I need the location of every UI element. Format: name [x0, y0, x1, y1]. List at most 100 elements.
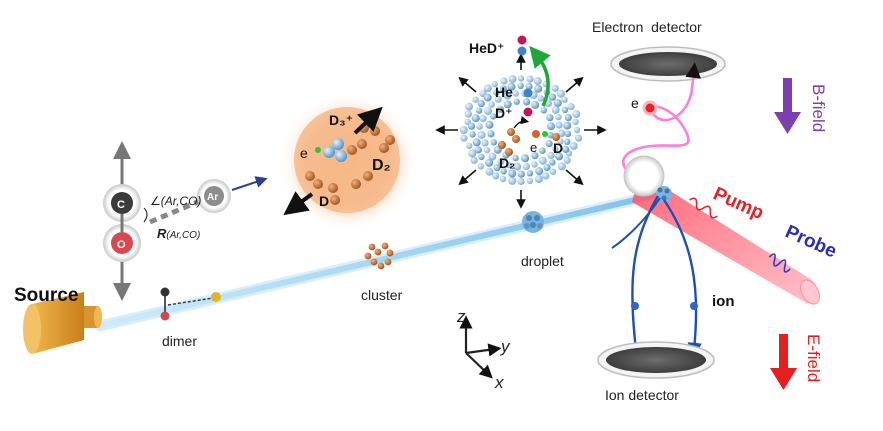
- helium-atom: [481, 139, 489, 147]
- helium-atom: [471, 114, 480, 123]
- dimer-label: dimer: [162, 333, 197, 349]
- helium-atom: [487, 130, 495, 138]
- helium-atom: [545, 140, 553, 148]
- helium-atom: [534, 175, 543, 183]
- helium-atom: [459, 126, 468, 134]
- ion-trajectories: [611, 195, 702, 358]
- helium-atom: [551, 105, 560, 114]
- helium-atom: [569, 141, 578, 150]
- d3-plus-label: D₃⁺: [329, 112, 353, 128]
- helium-atom: [472, 138, 481, 147]
- helium-atom: [517, 75, 525, 82]
- helium-atom: [564, 114, 572, 122]
- helium-atom: [503, 100, 512, 109]
- cluster-e-label: e: [300, 145, 308, 161]
- helium-atom: [512, 154, 519, 162]
- helium-atom: [474, 146, 482, 154]
- helium-atom: [503, 91, 512, 100]
- helium-atom: [555, 121, 563, 129]
- axis-x-label: x: [494, 373, 504, 392]
- helium-atom: [493, 164, 501, 172]
- angle-label: ∠(Ar,CO): [150, 194, 201, 208]
- helium-atom: [492, 172, 500, 180]
- helium-atom: [552, 145, 559, 153]
- helium-atom: [507, 82, 516, 91]
- helium-atom: [561, 96, 568, 103]
- helium-atom: [488, 152, 497, 161]
- helium-atom: [538, 156, 547, 165]
- droplet-particle: [522, 211, 544, 233]
- helium-atom: [490, 113, 497, 120]
- laser-beam: [632, 172, 820, 305]
- helium-atom: [483, 84, 492, 93]
- helium-atom: [547, 151, 555, 160]
- helium-atom: [469, 131, 476, 138]
- helium-atom: [564, 138, 571, 145]
- helium-atom: [531, 161, 538, 168]
- helium-atom: [572, 110, 581, 119]
- helium-atom: [513, 98, 520, 105]
- d-plus-label: D⁺: [495, 105, 513, 121]
- helium-atom: [535, 167, 544, 176]
- helium-atom: [500, 77, 508, 85]
- helium-atom: [485, 167, 494, 176]
- helium-atom: [526, 75, 534, 83]
- helium-atom: [521, 154, 530, 163]
- helium-atom: [555, 113, 562, 121]
- helium-atom: [464, 110, 472, 118]
- cluster-particles: [364, 242, 394, 270]
- helium-atoms: [459, 75, 583, 186]
- helium-atom: [573, 126, 581, 134]
- helium-atom: [488, 101, 495, 108]
- source-nozzle: [23, 292, 102, 354]
- helium-atom: [477, 163, 484, 170]
- droplet-e-label: e: [530, 140, 537, 155]
- helium-atom: [553, 99, 562, 108]
- helium-atom: [472, 96, 479, 103]
- dimer-molecule: [160, 287, 221, 321]
- helium-atom: [500, 168, 507, 175]
- helium-atom: [485, 158, 494, 167]
- electron-detector: [610, 46, 726, 82]
- helium-atom: [483, 147, 491, 154]
- helium-atom: [546, 114, 554, 122]
- helium-atom: [526, 177, 534, 185]
- helium-atom: [485, 120, 494, 129]
- droplet-inset: [435, 35, 607, 209]
- b-field-label: B-field: [809, 84, 828, 132]
- helium-atom: [466, 142, 473, 150]
- helium-atom: [549, 159, 556, 166]
- ion-label: ion: [712, 293, 735, 310]
- helium-atom: [468, 149, 477, 158]
- atom-ar-label: Ar: [207, 192, 218, 203]
- helium-atom: [513, 162, 522, 171]
- cluster-d2-label: D₂: [372, 157, 391, 174]
- helium-atom: [497, 158, 505, 166]
- cluster-inset: [278, 92, 418, 232]
- helium-atom: [493, 89, 500, 96]
- helium-atom: [465, 102, 474, 111]
- coordinate-axes: [459, 315, 502, 379]
- helium-atom: [483, 93, 492, 102]
- hed-plus-label: HeD⁺: [469, 40, 504, 56]
- helium-atom: [494, 95, 502, 103]
- probe-pulse: [768, 253, 791, 273]
- e-field-arrow: [770, 334, 797, 390]
- atom-c-label: C: [117, 199, 125, 211]
- helium-atom: [533, 77, 542, 85]
- axis-y-label: y: [500, 337, 511, 356]
- cluster-d-label: D: [319, 193, 329, 209]
- electron-dot: [315, 147, 321, 153]
- helium-atom: [522, 162, 531, 171]
- helium-atom: [517, 177, 525, 186]
- he-label: He: [495, 84, 513, 100]
- interaction-region: [623, 155, 672, 202]
- helium-atom: [526, 170, 534, 177]
- helium-atom: [470, 156, 478, 164]
- droplet-label: droplet: [521, 253, 564, 269]
- helium-atom: [574, 134, 583, 142]
- electron-detector-label: Electron detector: [592, 19, 702, 35]
- helium-atom: [523, 98, 531, 106]
- e-field-label: E-field: [804, 334, 823, 382]
